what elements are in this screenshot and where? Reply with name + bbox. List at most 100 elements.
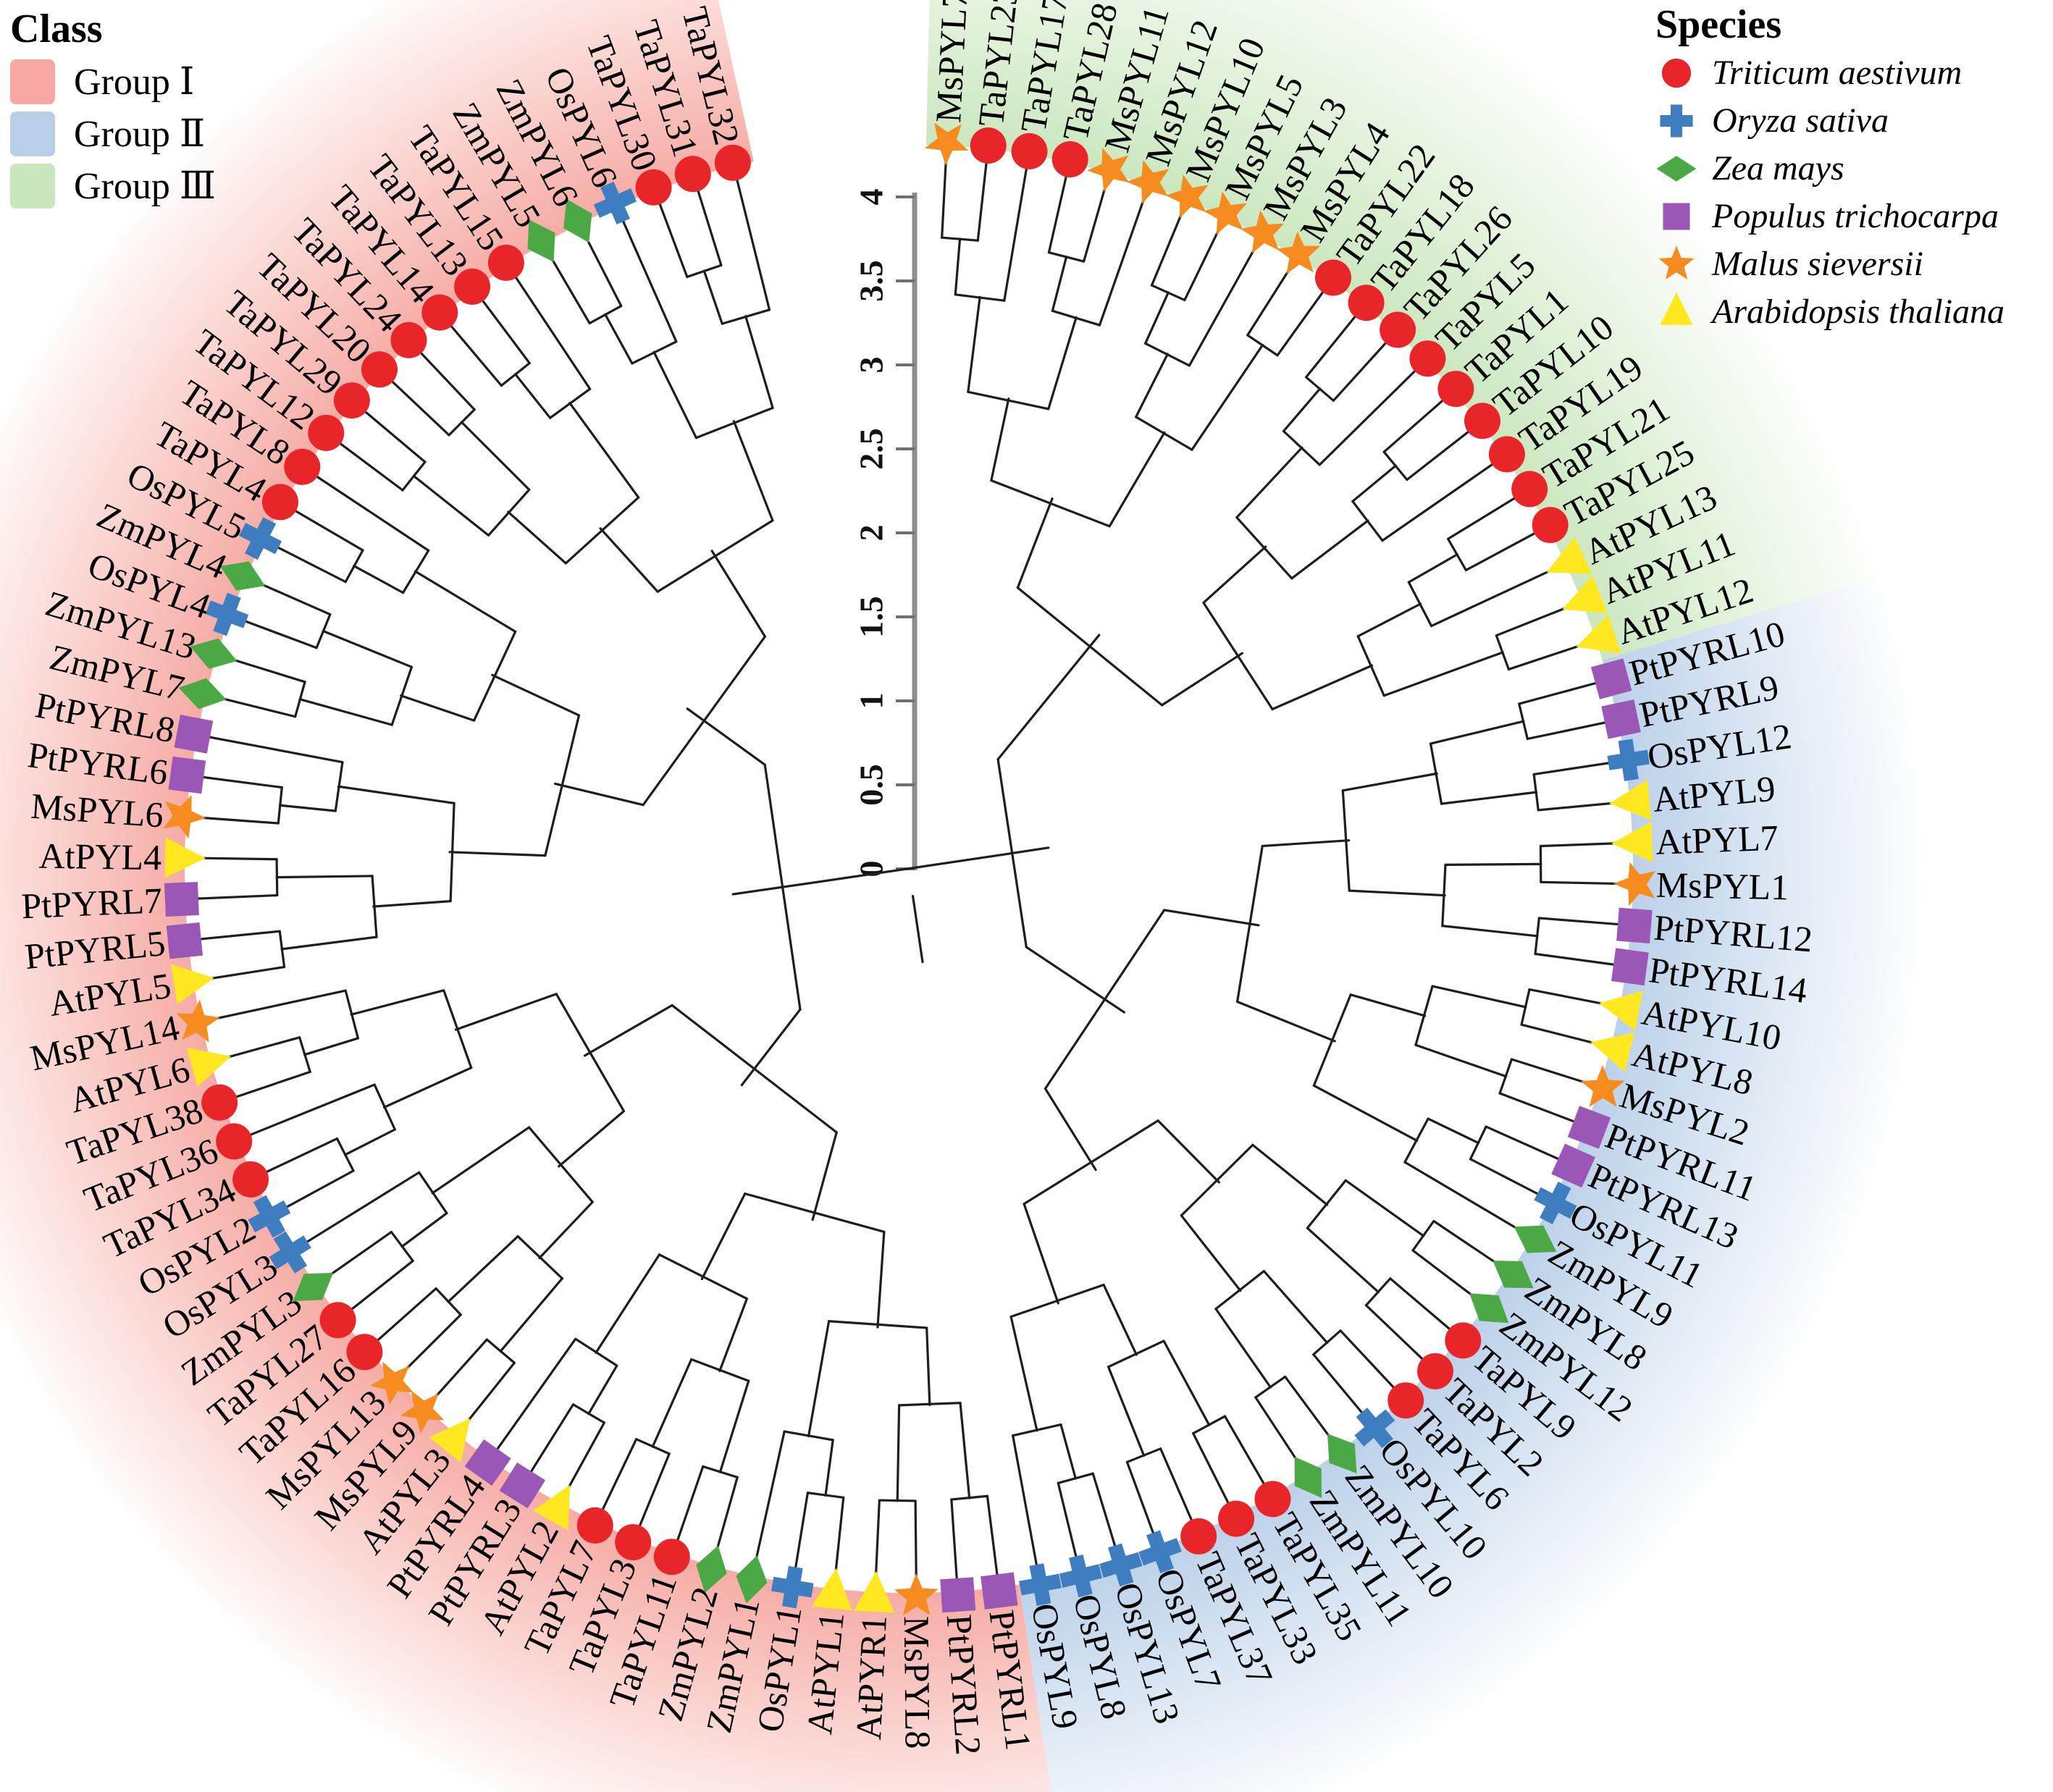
leaf-marker-cross-icon [269,1231,311,1274]
leaf-marker-circle-icon [1051,141,1088,177]
leaf-marker-star-icon [1203,191,1247,235]
leaf-label: AtPYL7 [1655,817,1779,862]
leaf-label: AtPYL4 [38,836,161,878]
leaf-label: MsPYL1 [1655,865,1789,908]
leaf-marker-diamond-icon [1492,1261,1534,1289]
leaf-marker-circle-icon [970,127,1007,164]
group-2-swatch [10,111,55,156]
leaf-marker-cross-icon [1019,1563,1062,1606]
group-1-label: Group Ⅰ [74,61,195,103]
leaf-marker-cross-icon [1138,1530,1182,1573]
leaf-marker-square-icon [1567,1106,1611,1149]
leaf-marker-triangle-icon [1599,990,1643,1031]
species-legend: Species Triticum aestivum Oryza sativa Z… [1655,2,2004,335]
oryza-cross-icon [1655,100,1697,142]
leaf-marker-triangle-icon [1576,615,1621,654]
tree-edges [180,140,1638,1598]
zea-label: Zea mays [1712,149,1844,188]
group-band [1019,574,1930,1792]
leaf-marker-diamond-icon [527,219,555,262]
leaf-marker-circle-icon [487,244,524,281]
leaf-marker-diamond-icon [1327,1434,1357,1473]
leaf-marker-triangle-icon [532,1484,571,1531]
arabidopsis-triangle-icon [1655,291,1697,333]
leaf-marker-circle-icon [1532,507,1569,544]
malus-label: Malus sieversii [1712,245,1923,284]
leaf-marker-diamond-icon [1513,1225,1557,1253]
leaf-marker-circle-icon [1011,132,1048,169]
legend-item-group-3: Group Ⅲ [10,163,217,209]
leaf-marker-square-icon [168,756,206,794]
leaf-marker-cross-icon [205,592,249,636]
leaf-marker-square-icon [1663,203,1690,230]
leaf-marker-circle-icon [714,144,751,181]
leaf-marker-cross-icon [248,1195,291,1238]
leaf-marker-star-icon [1658,245,1695,279]
axis-tick-label: 2.5 [853,428,890,470]
legend-item-oryza: Oryza sativa [1655,98,2004,143]
leaf-marker-cross-icon [1354,1408,1395,1449]
leaf-label: PtPYRL7 [20,880,163,926]
leaf-marker-circle-icon [308,414,345,451]
scale-axis: 00.511.522.533.54 [853,189,918,878]
leaf-marker-square-icon [1601,699,1641,739]
leaf-marker-circle-icon [615,1524,652,1560]
leaf-marker-star-icon [1240,210,1285,254]
leaf-marker-cross-icon [239,517,282,560]
leaf-marker-star-icon [1087,148,1130,193]
leaf-marker-diamond-icon [178,678,227,710]
leaf-marker-circle-icon [333,382,370,419]
leaf-marker-circle-icon [1445,1322,1482,1359]
leaf-marker-circle-icon [1380,311,1416,348]
leaf-marker-circle-icon [1437,371,1474,408]
leaf-marker-circle-icon [232,1161,269,1198]
leaf-marker-cross-icon [1607,739,1650,781]
legend-item-triticum: Triticum aestivum [1655,51,2004,96]
leaf-marker-diamond-icon [563,198,592,243]
malus-star-icon [1655,243,1697,285]
legend-item-populus: Populus trichocarpa [1655,194,2004,239]
leaf-marker-triangle-icon [1590,1032,1635,1072]
leaf-marker-square-icon [1616,907,1653,944]
axis-tick-label: 2 [853,525,890,542]
leaf-marker-triangle-icon [811,1568,852,1611]
leaf-marker-circle-icon [635,169,672,206]
leaf-marker-triangle-icon [1611,822,1653,862]
legend-item-malus: Malus sieversii [1655,242,2004,287]
leaf-marker-circle-icon [1218,1500,1255,1537]
leaf-marker-circle-icon [390,321,427,358]
leaf-marker-circle-icon [1254,1481,1291,1518]
leaf-marker-triangle-icon [1546,537,1592,574]
axis-tick-label: 1 [853,693,890,710]
group-3-label: Group Ⅲ [74,165,217,207]
leaf-markers [163,122,1656,1615]
group-2-label: Group Ⅱ [74,113,206,155]
leaf-marker-circle-icon [1387,1382,1424,1419]
leaf-marker-star-icon [1165,174,1209,219]
leaf-marker-square-icon [981,1572,1018,1610]
leaf-marker-diamond-icon [190,638,238,669]
leaf-marker-square-icon [164,882,199,917]
leaf-marker-circle-icon [1348,285,1385,321]
class-legend-title: Class [10,7,103,51]
leaf-marker-square-icon [499,1462,546,1509]
leaf-marker-circle-icon [1661,58,1692,88]
leaf-marker-circle-icon [1315,259,1351,296]
leaf-marker-triangle-icon [1562,575,1608,613]
group-1-swatch [10,59,55,104]
leaf-marker-square-icon [1551,1143,1595,1188]
leaf-marker-triangle-icon [171,964,214,1005]
populus-label: Populus trichocarpa [1712,197,1999,236]
leaf-marker-cross-icon [1099,1543,1143,1587]
leaf-marker-circle-icon [576,1507,613,1544]
leaf-marker-diamond-icon [696,1545,727,1594]
legend-item-arabidopsis: Arabidopsis thaliana [1655,290,2004,335]
leaf-label: MsPYL7 [928,0,975,124]
legend-item-group-1: Group Ⅰ [10,59,216,104]
leaf-marker-square-icon [174,715,214,754]
leaf-marker-cross-icon [1660,104,1693,138]
leaf-marker-triangle-icon [186,1047,232,1087]
populus-square-icon [1655,195,1697,237]
